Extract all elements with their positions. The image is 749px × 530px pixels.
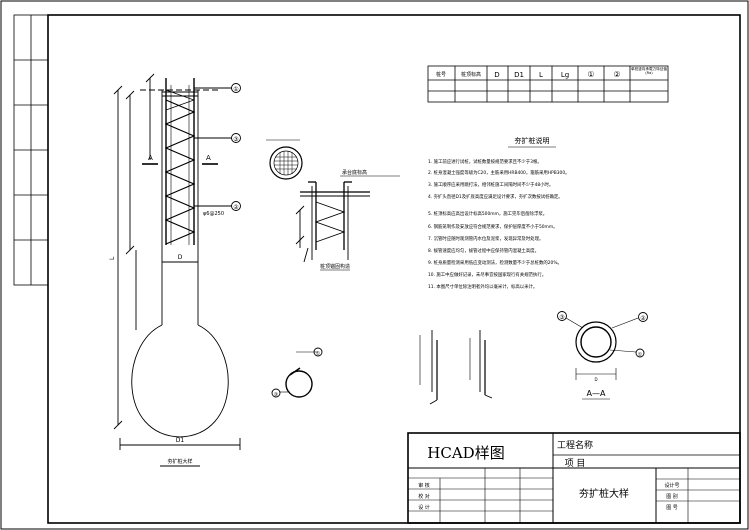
title-block-grid bbox=[407, 432, 741, 524]
section-mark-right: A bbox=[206, 154, 211, 162]
cap-level-note: 承台底标高 bbox=[342, 169, 367, 176]
base-dia-label: D1 bbox=[176, 437, 185, 444]
callout-1-top: ① bbox=[233, 86, 238, 93]
note-line: 8. 拔管速度应均匀，拔管过程中应保持管内混凝土高度。 bbox=[428, 247, 539, 254]
table-header-bar2: ② bbox=[613, 70, 620, 79]
project-name-label: 工程名称 bbox=[557, 439, 593, 451]
note-line: 10. 施工中应做好记录，未尽事宜按国家现行有关规范执行。 bbox=[428, 271, 546, 278]
section-hatched-circle bbox=[266, 139, 303, 180]
section-mark-left: A bbox=[148, 154, 153, 162]
drawing-type-label: 图 别 bbox=[666, 493, 678, 500]
drawing-name: 夯扩桩大样 bbox=[579, 487, 629, 500]
notes-heading: 夯扩桩说明 bbox=[515, 136, 550, 145]
note-line: 7. 沉管时应随时观测管内水位及泥浆，发现异常及时处理。 bbox=[428, 235, 543, 242]
total-length-label: L bbox=[109, 256, 116, 260]
note-line: 1. 施工前应进行试桩，试桩数量按规范要求且不少于3根。 bbox=[428, 158, 542, 165]
table-header-bar1: ① bbox=[587, 70, 594, 79]
hoop-detail bbox=[271, 347, 323, 398]
note-line: 6. 钢筋笼制作及安放应符合规范要求，保护层厚度不小于50mm。 bbox=[428, 223, 558, 230]
hoop-callout-3: ③ bbox=[274, 392, 278, 398]
table-header-l: L bbox=[539, 71, 543, 79]
aa-callout-2: ② bbox=[640, 315, 646, 322]
design-no-label: 设计号 bbox=[664, 482, 679, 489]
cap-caption: 桩顶锚固构造 bbox=[320, 263, 350, 270]
hoop-callout-1: ① bbox=[316, 351, 321, 357]
notes-list: 1. 施工前应进行试桩，试桩数量按规范要求且不少于3根。 2. 桩身混凝土强度等… bbox=[428, 158, 570, 290]
table-header-pile-no: 桩号 bbox=[436, 71, 446, 78]
check-row: 校 对 bbox=[418, 493, 430, 500]
lap-detail bbox=[419, 330, 493, 405]
cap-anchorage-detail bbox=[295, 175, 400, 271]
hoop-note: φ6@250 bbox=[203, 211, 224, 217]
aa-dia-label: D bbox=[594, 377, 597, 382]
pile-detail-caption: 夯扩桩大样 bbox=[167, 458, 192, 465]
note-line: 3. 施工顺序应采用跳打法，相邻桩施工间隔时间不少于48小时。 bbox=[428, 181, 553, 188]
section-a-a bbox=[557, 311, 648, 400]
drawing-no-label: 图 号 bbox=[666, 505, 678, 511]
section-aa-caption: A—A bbox=[587, 389, 606, 398]
table-header-top-level: 桩顶标高 bbox=[461, 71, 481, 78]
table-header-capacity: 单桩竖向承载力特征值(Ra) bbox=[631, 67, 667, 76]
table-header-d1: D1 bbox=[514, 71, 524, 79]
note-line: 5. 桩顶标高应高出设计标高500mm，施工完毕后凿除浮浆。 bbox=[428, 210, 547, 217]
binding-strip bbox=[13, 14, 49, 286]
note-line: 11. 本图尺寸单位除注明者外均以毫米计，标高以米计。 bbox=[428, 283, 537, 290]
table-header-lg: Lg bbox=[561, 71, 569, 79]
drawing-title: HCAD样图 bbox=[427, 444, 504, 462]
pile-detail bbox=[113, 73, 241, 467]
review-row: 审 核 bbox=[418, 482, 430, 489]
pile-dia-label: D bbox=[178, 254, 183, 261]
aa-callout-3: ③ bbox=[559, 314, 564, 321]
design-row: 设 计 bbox=[418, 504, 430, 511]
note-line: 4. 夯扩头直径D1及扩底高度应满足设计要求，夯扩次数按试桩确定。 bbox=[428, 193, 563, 200]
callout-3-top: ③ bbox=[233, 136, 238, 143]
callout-2-top: ② bbox=[233, 204, 239, 211]
aa-callout-1: ① bbox=[638, 352, 643, 358]
pile-table-grid bbox=[427, 65, 669, 103]
project-label: 项 目 bbox=[565, 458, 586, 469]
note-line: 9. 桩身质量检测采用低应变动测法，检测数量不少于总桩数的20%。 bbox=[428, 259, 562, 266]
table-header-d: D bbox=[494, 71, 499, 79]
note-line: 2. 桩身混凝土强度等级为C20，主筋采用HRB400，箍筋采用HPB300。 bbox=[428, 169, 570, 176]
